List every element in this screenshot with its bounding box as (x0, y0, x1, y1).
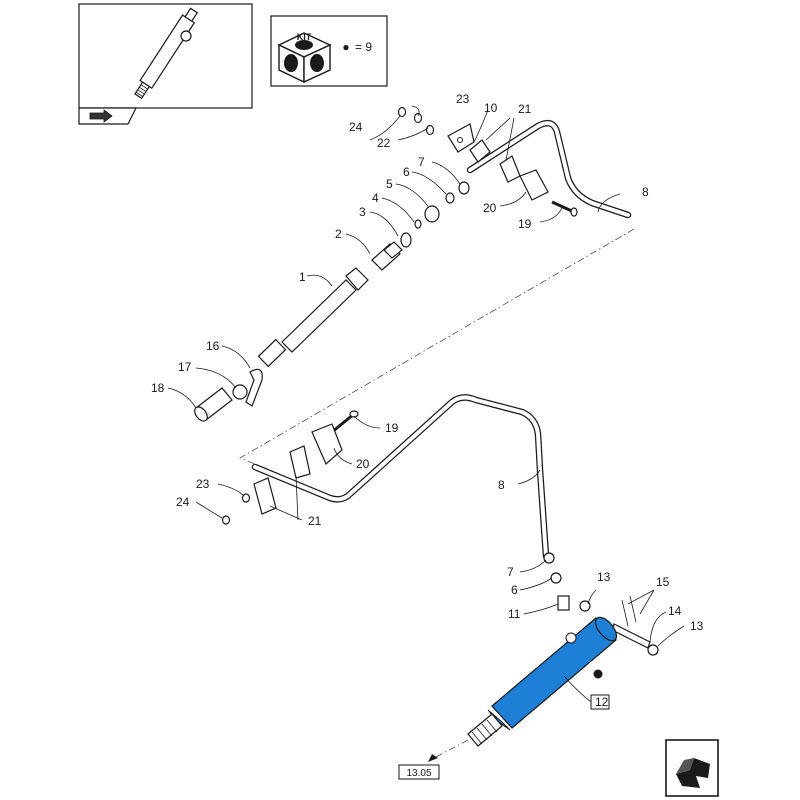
arrow-nav-icon[interactable] (89, 109, 113, 123)
callout-8-upper: 8 (642, 185, 649, 199)
part-1-rod (257, 267, 369, 368)
part-14-pin (611, 623, 651, 649)
callout-13-upper: 13 (597, 570, 611, 584)
part-13-washer-b (647, 644, 659, 656)
callout-10: 10 (484, 101, 498, 115)
dash-link-line (239, 228, 635, 471)
part-10-bracket (447, 123, 475, 153)
leader-lines (167, 105, 685, 703)
part-20-clamp (519, 169, 549, 201)
callout-24-upper: 24 (349, 120, 363, 134)
part-11-adapter (557, 595, 570, 611)
part-22-washer (425, 124, 435, 136)
part-7-nut-lower (543, 552, 555, 564)
callout-20-lower: 20 (356, 457, 370, 471)
callout-7-upper: 7 (418, 155, 425, 169)
dash-to-reference (429, 739, 469, 761)
callout-2: 2 (335, 227, 342, 241)
callout-15: 15 (656, 575, 670, 589)
part-24-screw (397, 106, 407, 118)
part-5-nut (424, 205, 440, 223)
kit-dot: ● (342, 40, 349, 54)
tube-8-upper (466, 119, 632, 219)
part-18-fitting (194, 387, 233, 422)
callout-23-lower: 23 (196, 477, 210, 491)
part-21-clamp-lower-b (253, 477, 277, 515)
kit-box: KIT ● = 9 (270, 15, 388, 87)
reference-label: 13.05 (406, 768, 431, 779)
callout-14: 14 (668, 604, 682, 618)
part-21-clamp-a (469, 139, 491, 163)
callout-19-lower: 19 (385, 421, 399, 435)
callout-22: 22 (377, 136, 391, 150)
part-3-washer (400, 232, 412, 248)
callout-6-upper: 6 (403, 165, 410, 179)
part-7-nut (458, 181, 470, 195)
reference-arrow-icon (428, 754, 438, 762)
part-6-sleeve-lower (550, 572, 562, 584)
callout-7-lower: 7 (507, 565, 514, 579)
tube-8-lower (251, 394, 550, 560)
callout-8-lower: 8 (498, 478, 505, 492)
callout-18: 18 (151, 381, 165, 395)
callout-20-upper: 20 (483, 201, 497, 215)
part-4-ring (414, 219, 422, 229)
callout-13-lower: 13 (690, 619, 704, 633)
part-21-clamp-lower-a (289, 445, 311, 479)
part-24-screw-lower (221, 515, 231, 525)
part-21-clamp-b (499, 155, 521, 183)
callout-21-lower: 21 (308, 514, 322, 528)
callout-21-upper: 21 (518, 102, 532, 116)
part-13-washer-a (579, 600, 591, 612)
kit-cube-icon (277, 32, 332, 84)
kit-quantity: = 9 (355, 40, 372, 54)
callout-17: 17 (178, 360, 192, 374)
exit-arrow-icon[interactable] (665, 739, 719, 797)
callout-16: 16 (206, 339, 220, 353)
callout-12: 12 (595, 695, 609, 709)
callout-4: 4 (372, 191, 379, 205)
kit-dot-marker (593, 669, 603, 679)
part-23-washer (413, 112, 423, 124)
inset-view (78, 3, 253, 125)
part-23-washer-lower (241, 493, 251, 503)
threaded-rod-end (467, 713, 503, 747)
part-6-sleeve (445, 192, 455, 204)
callout-5: 5 (386, 177, 393, 191)
callout-labels: 1 2 3 4 5 6 7 8 10 21 20 19 24 22 23 16 … (151, 92, 704, 709)
part-19-bolt-lower (331, 410, 359, 434)
part-15-clip (621, 595, 637, 627)
part-19-bolt (551, 200, 578, 217)
part-16-elbow (245, 368, 263, 407)
callout-11: 11 (508, 607, 521, 621)
reference-box[interactable] (398, 764, 440, 780)
part-20-clamp-lower (311, 423, 343, 465)
callout-1: 1 (299, 270, 306, 284)
callout-19-upper: 19 (518, 217, 532, 231)
callout-24-lower: 24 (176, 495, 190, 509)
callout-3: 3 (359, 205, 366, 219)
callout-23-upper: 23 (456, 92, 470, 106)
part-2-fitting (371, 241, 403, 271)
part-17-fitting (232, 384, 248, 400)
callout-6-lower: 6 (511, 583, 518, 597)
kit-label: KIT (297, 32, 312, 42)
part-12-cylinder-highlight[interactable] (487, 614, 620, 731)
